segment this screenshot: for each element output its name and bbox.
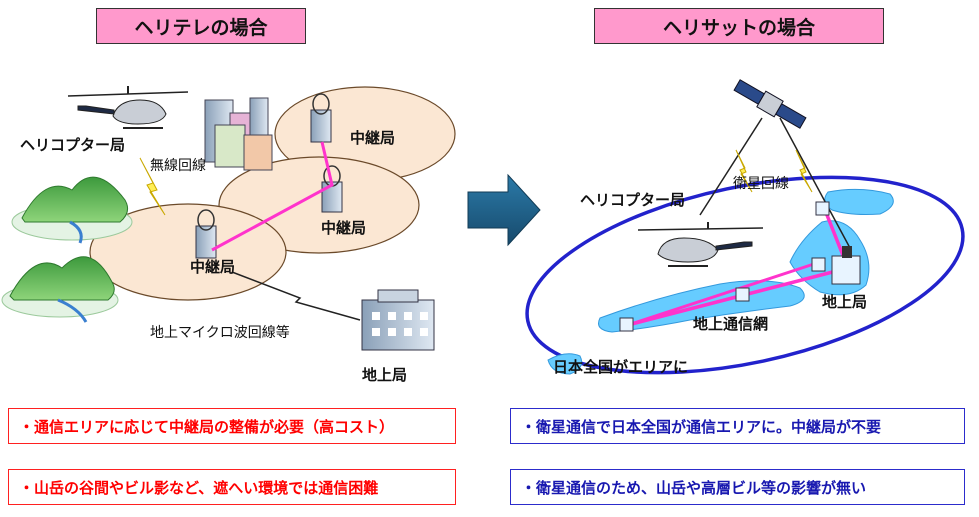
relay-link-line (211, 141, 334, 252)
helicopter-icon (67, 86, 189, 129)
microwave-link-line (231, 271, 361, 321)
mountain-icon (11, 176, 133, 244)
label-helicopter-left: ヘリコプター局 (20, 136, 125, 154)
label-ground-right: 地上局 (822, 293, 867, 311)
helicopter-icon (637, 222, 764, 267)
right-note-coverage: ・衛星通信で日本全国が通信エリアに。中継局が不要 (510, 408, 965, 444)
ground-network-line (627, 209, 851, 327)
label-satellite-link: 衛星回線 (733, 176, 789, 192)
right-title: ヘリサットの場合 (594, 8, 884, 44)
label-relay-top: 中継局 (350, 129, 395, 147)
label-coverage: 日本全国がエリアに (553, 358, 688, 376)
mountain-icon (1, 256, 119, 323)
label-ground-network: 地上通信網 (693, 315, 768, 333)
label-relay-mid: 中継局 (321, 219, 366, 237)
satellite-icon (733, 79, 807, 129)
satellite-link-line (779, 117, 851, 249)
network-node (735, 287, 750, 302)
building-icon (361, 289, 435, 351)
label-relay-low: 中継局 (190, 258, 235, 276)
building-icon (204, 97, 273, 171)
label-helicopter-right: ヘリコプター局 (580, 191, 685, 209)
left-note-obstruction: ・山岳の谷間やビル影など、遮へい環境では通信困難 (8, 469, 456, 505)
lightning-icon (735, 149, 753, 193)
relay-tower-icon (195, 209, 217, 259)
ground-network-line (627, 260, 821, 327)
lightning-icon (795, 149, 813, 193)
relay-tower-icon (310, 93, 332, 143)
network-node (815, 201, 830, 216)
coverage-ellipse-low (89, 203, 287, 301)
label-ground-left: 地上局 (362, 366, 407, 384)
label-wireless: 無線回線 (150, 158, 206, 174)
lightning-icon (139, 157, 166, 216)
satellite-link-line (699, 117, 763, 216)
arrow-right-icon (467, 173, 541, 247)
right-note-no-obstruction: ・衛星通信のため、山岳や高層ビル等の影響が無い (510, 469, 965, 505)
network-node (811, 257, 826, 272)
network-node (619, 317, 634, 332)
label-microwave: 地上マイクロ波回線等 (150, 324, 290, 341)
left-note-cost: ・通信エリアに応じて中継局の整備が必要（高コスト） (8, 408, 456, 444)
ground-station-icon (831, 246, 861, 285)
left-title: ヘリテレの場合 (96, 8, 306, 44)
